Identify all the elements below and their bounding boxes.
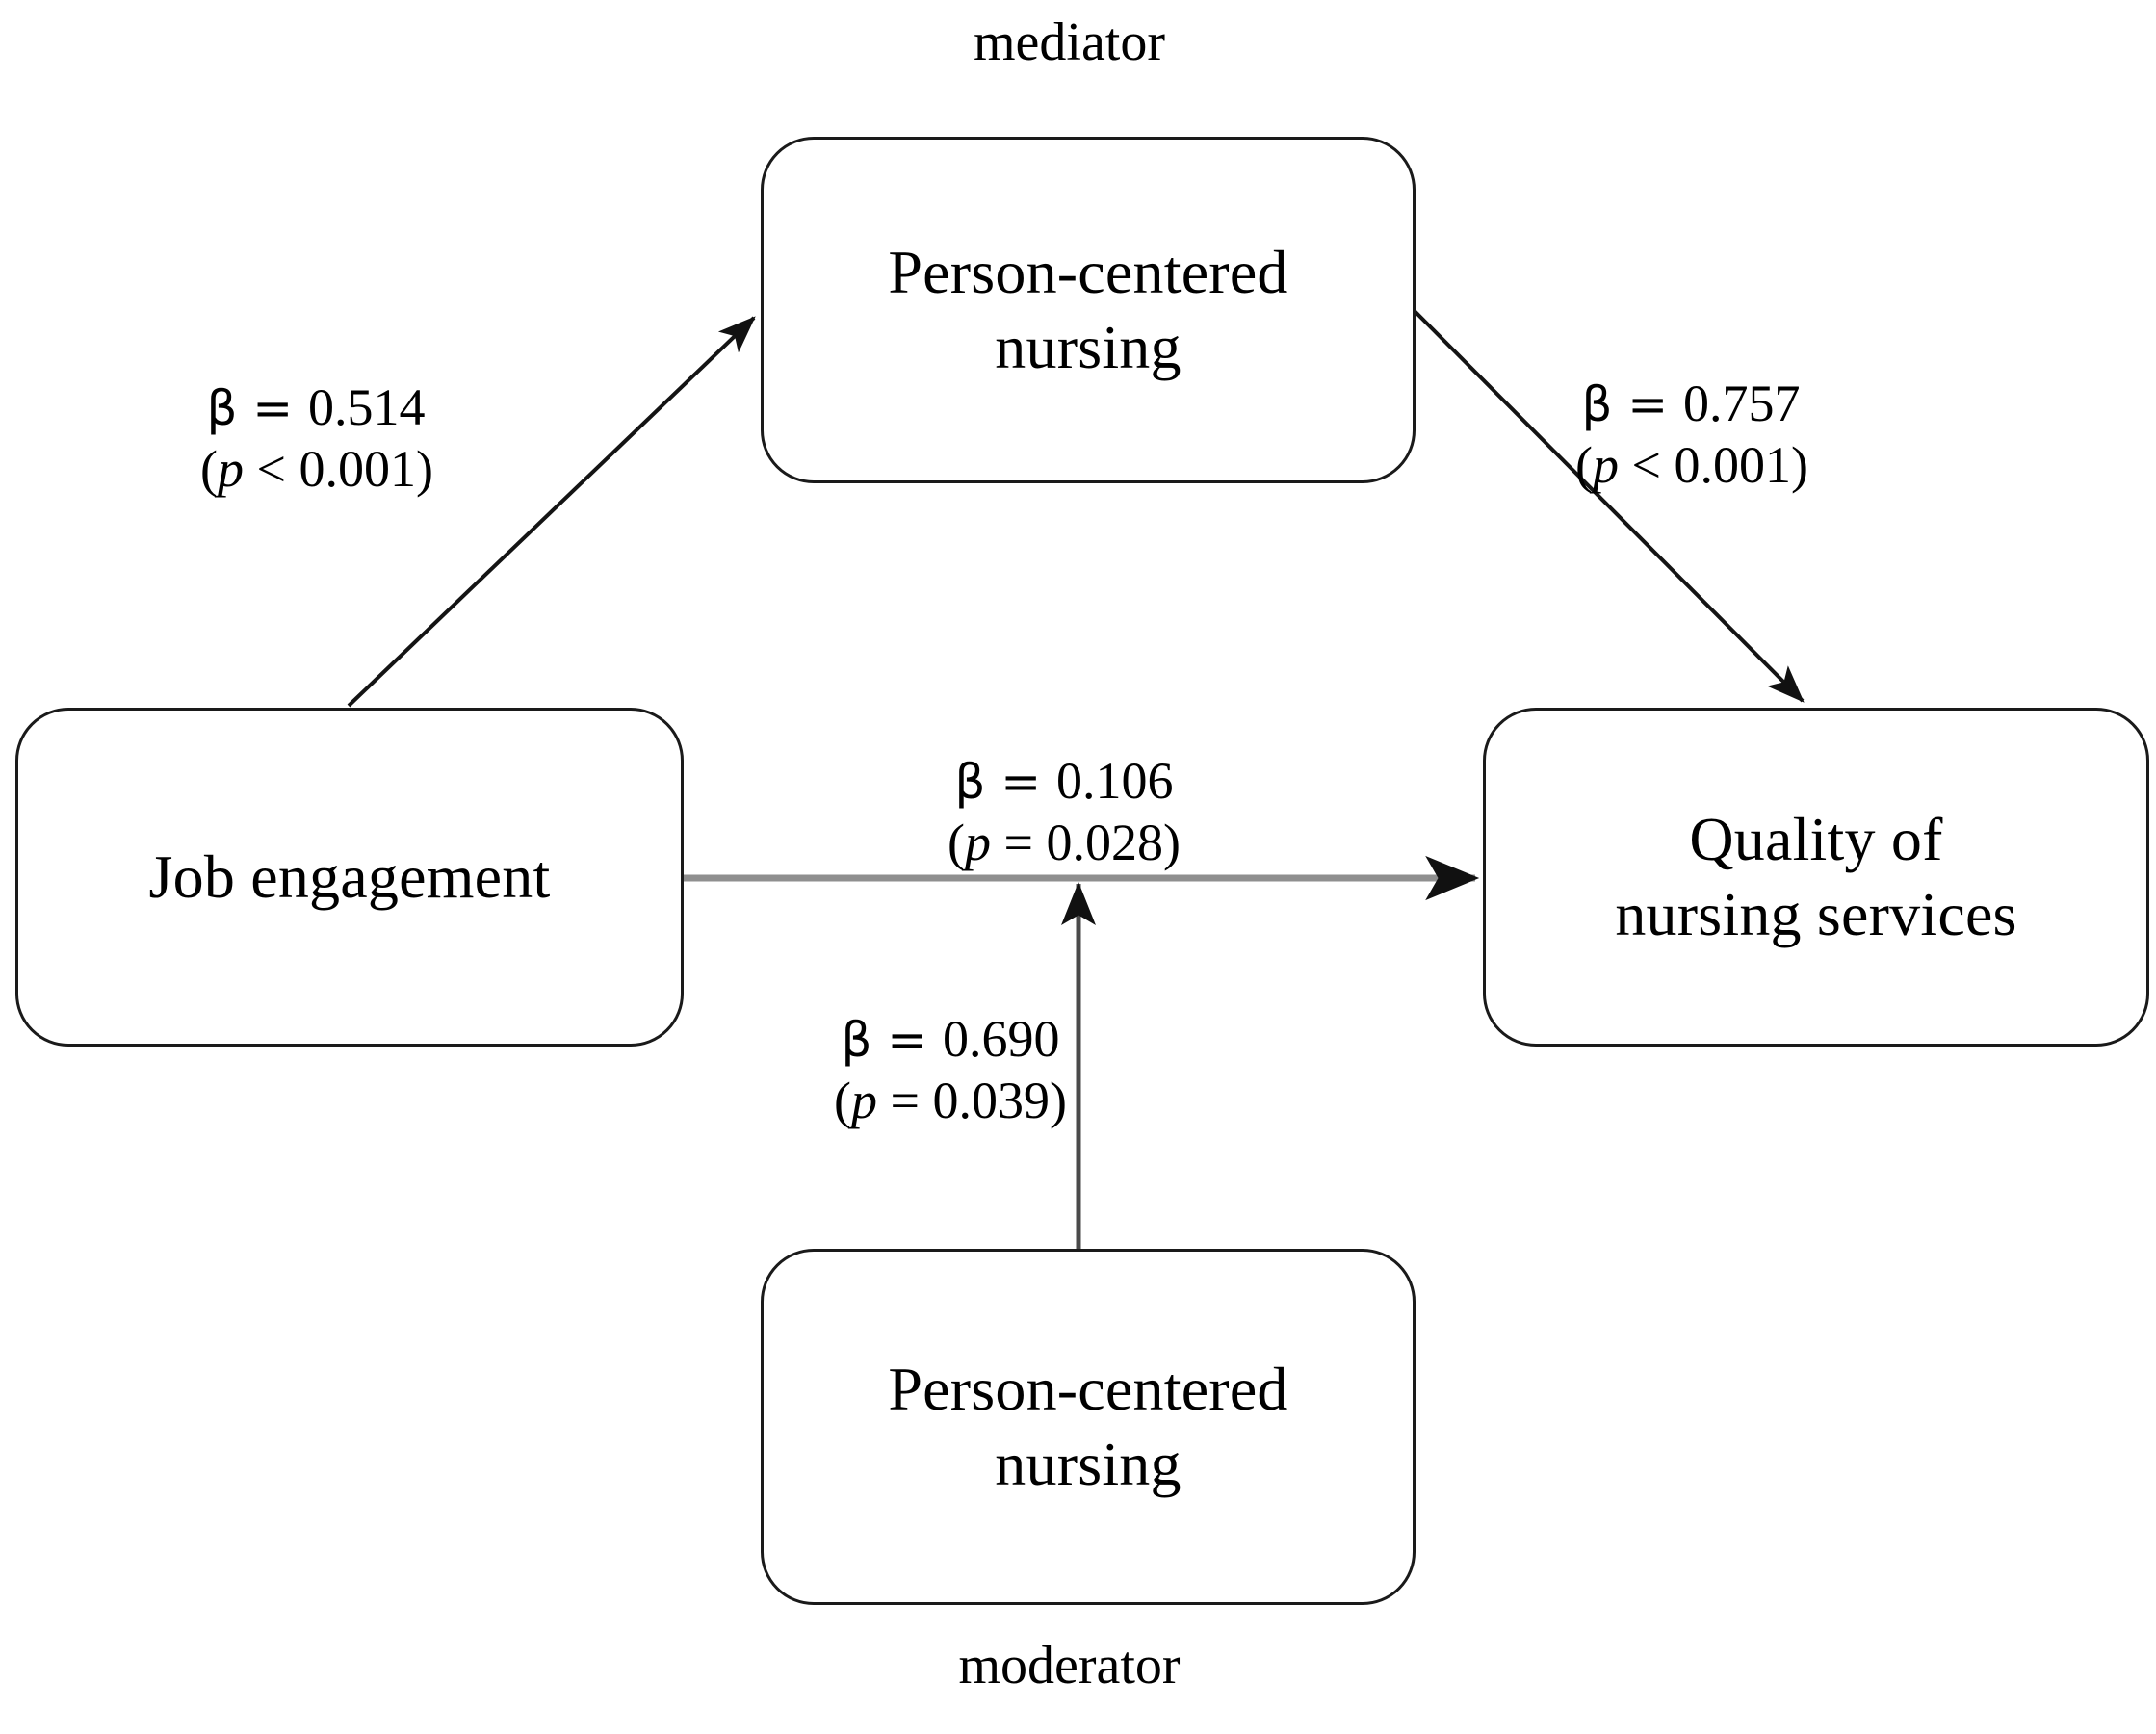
- path-label-job-engagement-to-mediator: β = 0.514 (p < 0.001): [200, 377, 433, 501]
- p-value-b: 0.001: [1674, 435, 1791, 494]
- node-mediator-label: Person-centered nursing: [888, 237, 1288, 381]
- p-italic-b: p: [1592, 435, 1619, 494]
- path-label-direct-effect: β = 0.106 (p = 0.028): [934, 751, 1194, 873]
- p-operator-a: <: [243, 439, 299, 498]
- path-label-w-beta: β = 0.690: [830, 1009, 1071, 1071]
- path-label-w-p: (p = 0.039): [830, 1071, 1071, 1132]
- p-italic-a: p: [217, 439, 244, 498]
- caption-mediator-text: mediator: [973, 13, 1166, 72]
- p-value-a: 0.001: [299, 439, 416, 498]
- path-label-moderation-effect: β = 0.690 (p = 0.039): [830, 1009, 1071, 1131]
- p-operator-w: =: [877, 1071, 933, 1129]
- beta-value-b: 0.757: [1683, 375, 1801, 432]
- path-label-c-p: (p = 0.028): [934, 813, 1194, 874]
- paren-open-b: (: [1575, 435, 1593, 494]
- beta-symbol-b: β =: [1581, 376, 1684, 432]
- paren-open-w: (: [834, 1071, 852, 1129]
- p-operator-b: <: [1618, 435, 1675, 494]
- node-quality-label: Quality of nursing services: [1615, 804, 2017, 948]
- p-italic-c: p: [965, 813, 992, 871]
- node-job-engagement[interactable]: Job engagement: [15, 708, 684, 1047]
- paren-open-c: (: [948, 813, 966, 871]
- node-quality-of-nursing-services[interactable]: Quality of nursing services: [1483, 708, 2149, 1047]
- path-label-c-beta: β = 0.106: [934, 751, 1194, 813]
- paren-close-b: ): [1790, 435, 1808, 494]
- caption-mediator: mediator: [0, 12, 2156, 73]
- beta-symbol-w: β =: [841, 1012, 944, 1068]
- edge-mediator-to-quality: [1412, 308, 1805, 703]
- edge-job-engagement-to-mediator: [347, 316, 756, 708]
- path-label-mediator-to-quality: β = 0.757 (p < 0.001): [1575, 374, 1808, 497]
- path-label-a-beta: β = 0.514: [200, 377, 431, 439]
- path-label-a-p: (p < 0.001): [200, 439, 433, 501]
- beta-value-a: 0.514: [308, 378, 426, 436]
- paren-close-a: ): [415, 439, 433, 498]
- caption-moderator-text: moderator: [958, 1636, 1181, 1695]
- beta-symbol-a: β =: [206, 380, 309, 436]
- p-value-w: 0.039: [932, 1071, 1050, 1129]
- beta-value-w: 0.690: [943, 1010, 1060, 1068]
- caption-moderator: moderator: [0, 1635, 2156, 1696]
- path-label-b-beta: β = 0.757: [1575, 374, 1806, 435]
- p-value-c: 0.028: [1046, 813, 1163, 871]
- p-italic-w: p: [851, 1071, 878, 1129]
- node-person-centered-nursing-moderator[interactable]: Person-centered nursing: [761, 1249, 1416, 1605]
- paren-close-w: ): [1049, 1071, 1067, 1129]
- beta-value-c: 0.106: [1056, 752, 1174, 810]
- node-job-engagement-label: Job engagement: [148, 841, 551, 911]
- path-label-b-p: (p < 0.001): [1575, 435, 1808, 497]
- beta-symbol-c: β =: [954, 754, 1057, 810]
- paren-open-a: (: [200, 439, 218, 498]
- p-operator-c: =: [991, 813, 1047, 871]
- node-person-centered-nursing-mediator[interactable]: Person-centered nursing: [761, 137, 1416, 483]
- node-moderator-label: Person-centered nursing: [888, 1354, 1288, 1498]
- paren-close-c: ): [1162, 813, 1181, 871]
